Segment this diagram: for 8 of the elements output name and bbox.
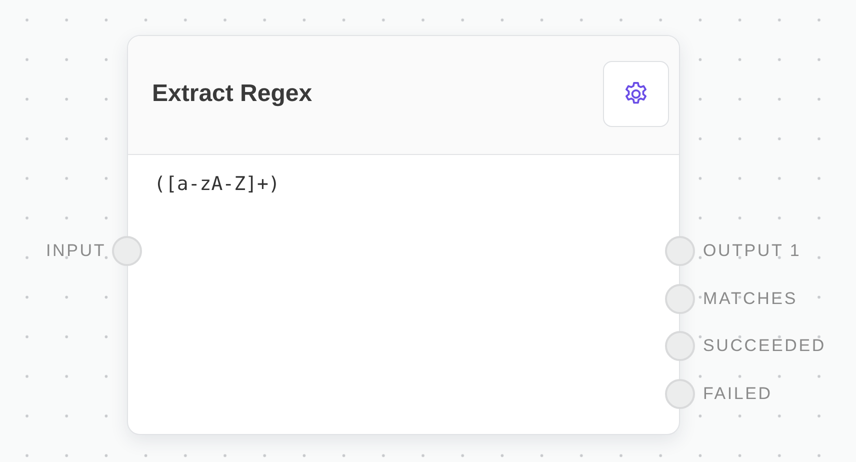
regex-text: ([a-zA-Z]+) — [154, 173, 280, 195]
node-title: Extract Regex — [152, 80, 312, 108]
port-label: OUTPUT 1 — [703, 241, 802, 261]
port-label: FAILED — [703, 384, 772, 404]
port-label: SUCCEEDED — [703, 336, 826, 356]
port-label: INPUT — [46, 241, 106, 261]
node-card — [127, 35, 680, 435]
port-label: MATCHES — [703, 289, 798, 309]
